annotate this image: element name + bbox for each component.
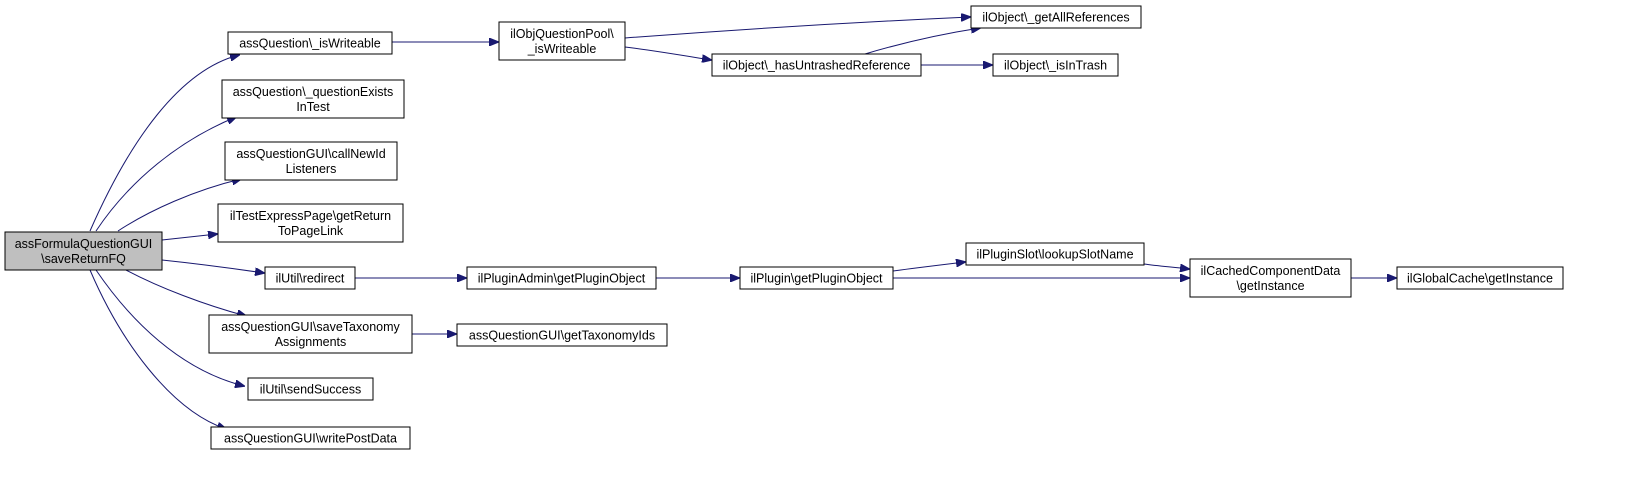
node-root[interactable]: assFormulaQuestionGUI\saveReturnFQ [4,231,163,271]
node-root-label-line-1: assFormulaQuestionGUI [15,237,153,251]
node-saveTax-box [208,314,413,354]
edge-root-to-redirect [161,259,264,273]
node-global[interactable]: ilGlobalCache\getInstance [1396,266,1564,290]
node-getAllRef-box [970,5,1142,29]
node-sendSucc-box [247,377,374,401]
node-inTrash-box [992,53,1119,77]
node-getReturn-label-line-2: ToPageLink [278,224,344,238]
edge-root-to-saveTax [125,269,246,316]
node-global-label-line-1: ilGlobalCache\getInstance [1407,272,1553,286]
node-cached-label-line-1: ilCachedComponentData [1201,264,1341,278]
node-taxIds-label-line-1: assQuestionGUI\getTaxonomyIds [469,329,655,343]
node-getAllRef[interactable]: ilObject\_getAllReferences [970,5,1142,29]
node-callNew-label-line-2: Listeners [286,162,337,176]
node-redirect[interactable]: ilUtil\redirect [264,266,356,290]
node-getAllRef-label-line-1: ilObject\_getAllReferences [982,11,1129,25]
node-plugGet-label-line-1: ilPlugin\getPluginObject [750,272,883,286]
node-taxIds-box [456,323,668,347]
nodes-layer: assFormulaQuestionGUI\saveReturnFQ assQue… [4,5,1564,450]
node-plugGet[interactable]: ilPlugin\getPluginObject [739,266,894,290]
node-hasUntr-label-line-1: ilObject\_hasUntrashedReference [723,59,911,73]
node-cached-box [1189,258,1352,298]
edge-hasUntr-to-getAllRef [864,28,980,55]
node-callNew-label-line-1: assQuestionGUI\callNewId [236,147,385,161]
node-slotName-box [965,242,1145,266]
node-plugAdmin-label-line-1: ilPluginAdmin\getPluginObject [478,272,646,286]
edge-root-to-callNew [117,179,241,232]
edge-poolWrite-to-getAllRef [624,17,970,39]
node-saveTax-label-line-1: assQuestionGUI\saveTaxonomy [221,320,400,334]
node-writePost-label-line-1: assQuestionGUI\writePostData [224,432,397,446]
node-cached[interactable]: ilCachedComponentData\getInstance [1189,258,1352,298]
edge-slotName-to-cached [1143,263,1189,269]
node-qExists-label-line-2: InTest [296,100,330,114]
node-hasUntr-box [711,53,922,77]
node-saveTax-label-line-2: Assignments [275,335,347,349]
node-writePost[interactable]: assQuestionGUI\writePostData [210,426,411,450]
edge-poolWrite-to-hasUntr [624,46,711,60]
node-cached-label-line-2: \getInstance [1236,279,1304,293]
node-plugGet-box [739,266,894,290]
node-sendSucc-label-line-1: ilUtil\sendSuccess [260,383,361,397]
node-qExists-label-line-1: assQuestion\_questionExists [233,85,394,99]
edge-root-to-getReturn [161,234,217,241]
node-redirect-box [264,266,356,290]
node-plugAdmin-box [466,266,657,290]
edges-layer [89,17,1396,429]
node-inTrash[interactable]: ilObject\_isInTrash [992,53,1119,77]
node-poolWrite-label-line-1: ilObjQuestionPool\ [510,27,614,41]
edge-root-to-writePost [89,269,226,429]
edge-root-to-qExists [95,117,236,232]
node-callNew-box [224,141,398,181]
node-poolWrite-box [498,21,626,61]
node-writePost-box [210,426,411,450]
node-getReturn-label-line-1: ilTestExpressPage\getReturn [230,209,391,223]
node-isWrite[interactable]: assQuestion\_isWriteable [227,31,393,55]
node-slotName-label-line-1: ilPluginSlot\lookupSlotName [976,248,1133,262]
edge-root-to-isWrite [89,55,239,232]
node-sendSucc[interactable]: ilUtil\sendSuccess [247,377,374,401]
node-getReturn-box [217,203,404,243]
edge-plugGet-to-slotName [892,262,965,272]
node-hasUntr[interactable]: ilObject\_hasUntrashedReference [711,53,922,77]
edge-root-to-sendSucc [95,269,244,386]
node-global-box [1396,266,1564,290]
node-root-box [4,231,163,271]
node-qExists-box [221,79,405,119]
node-redirect-label-line-1: ilUtil\redirect [276,272,345,286]
node-inTrash-label-line-1: ilObject\_isInTrash [1004,59,1107,73]
node-poolWrite[interactable]: ilObjQuestionPool\_isWriteable [498,21,626,61]
node-poolWrite-label-line-2: _isWriteable [527,42,597,56]
node-isWrite-label-line-1: assQuestion\_isWriteable [239,37,381,51]
node-taxIds[interactable]: assQuestionGUI\getTaxonomyIds [456,323,668,347]
node-root-label-line-2: \saveReturnFQ [41,252,126,266]
node-plugAdmin[interactable]: ilPluginAdmin\getPluginObject [466,266,657,290]
node-isWrite-box [227,31,393,55]
node-slotName[interactable]: ilPluginSlot\lookupSlotName [965,242,1145,266]
